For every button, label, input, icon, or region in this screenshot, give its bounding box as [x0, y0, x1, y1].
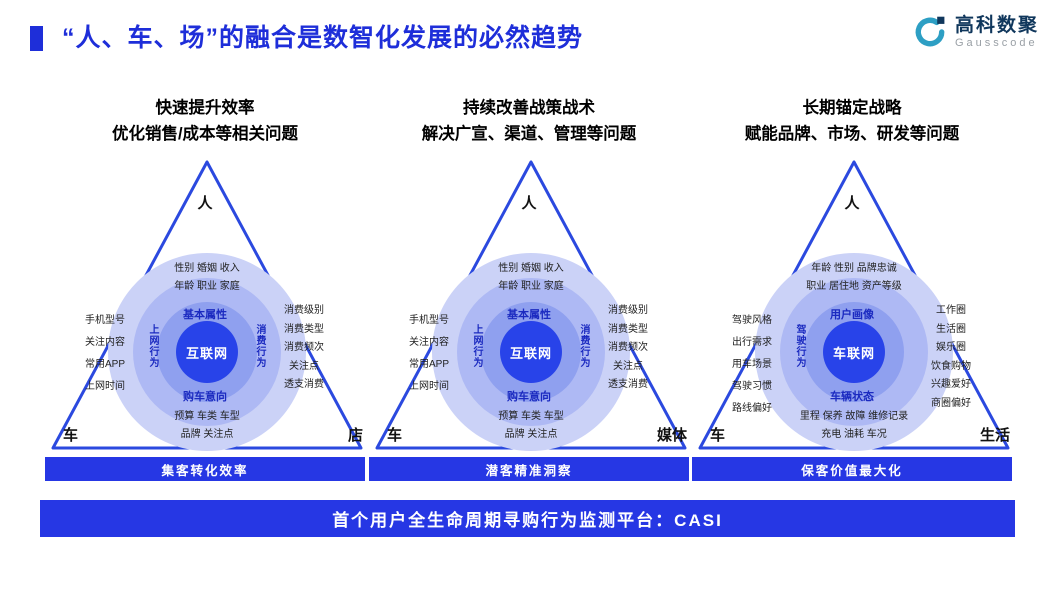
column-heading: 快速提升效率 优化销售/成本等相关问题 [45, 95, 365, 148]
column-kpi-bar: 潜客精准洞察 [369, 457, 689, 481]
platform-banner: 首个用户全生命周期寻购行为监测平台：CASI [40, 500, 1015, 537]
title-bullet [30, 26, 43, 51]
column-heading: 持续改善战策战术 解决广宣、渠道、管理等问题 [369, 95, 689, 148]
attribute-labels-top: 性别 婚姻 收入 年龄 职业 家庭 [174, 263, 240, 292]
column-kpi-bar: 保客价值最大化 [692, 457, 1012, 481]
column-heading-line1: 快速提升效率 [155, 99, 255, 117]
vertex-bottom-right-label: 媒体 [656, 427, 687, 444]
ring-label-left: 驾驶行为 [794, 324, 805, 368]
ring-label-bottom: 购车意向 [183, 391, 227, 403]
column-heading-line2: 赋能品牌、市场、研发等问题 [744, 125, 960, 144]
triangle-diagram: 互联网 基本属性 购车意向 上网行为 消费行为 性别 婚姻 收入 年龄 职业 家… [45, 150, 365, 460]
attribute-labels-bottom: 里程 保养 故障 维修记录 充电 油耗 车况 [799, 411, 909, 440]
attribute-labels-left: 手机型号 关注内容 常用APP 上网时间 [84, 315, 125, 392]
ring-label-bottom: 车辆状态 [830, 391, 874, 403]
attribute-labels-top: 性别 婚姻 收入 年龄 职业 家庭 [498, 263, 564, 292]
vertex-bottom-left-label: 车 [387, 427, 403, 444]
vertex-top-label: 人 [197, 195, 213, 212]
logo-subname: Gausscode [954, 36, 1038, 49]
ring-label-left: 上网行为 [147, 324, 158, 368]
triangle-diagram: 互联网 基本属性 购车意向 上网行为 消费行为 性别 婚姻 收入 年龄 职业 家… [369, 150, 689, 460]
ring-label-right: 消费行为 [578, 324, 589, 368]
attribute-labels-right: 消费级别 消费类型 消费频次 关注点 透支消费 [608, 305, 648, 390]
network-center-label: 互联网 [176, 321, 238, 383]
ring-label-left: 上网行为 [471, 324, 482, 368]
column-heading-line2: 解决广宣、渠道、管理等问题 [421, 125, 637, 144]
attribute-labels-left: 手机型号 关注内容 常用APP 上网时间 [408, 315, 449, 392]
column-heading-line1: 持续改善战策战术 [463, 99, 595, 117]
network-center-label: 车联网 [823, 321, 885, 383]
vertex-bottom-right-label: 生活 [979, 427, 1010, 444]
attribute-labels-left: 驾驶风格 出行需求 用车场景 驾驶习惯 路线偏好 [732, 315, 772, 414]
ring-label-top: 基本属性 [507, 309, 551, 321]
gausscode-logo: 高科数聚 Gausscode [912, 14, 1039, 50]
triangle-diagram: 车联网 用户画像 车辆状态 驾驶行为 年龄 性别 品牌忠诚 职业 居住地 资产等… [692, 150, 1012, 460]
attribute-labels-right: 工作圈 生活圈 娱乐圈 饮食购物 兴趣爱好 商圈偏好 [931, 305, 971, 409]
vertex-bottom-right-label: 店 [347, 427, 363, 444]
column-heading-line1: 长期锚定战略 [802, 99, 902, 117]
ring-label-bottom: 购车意向 [507, 391, 551, 403]
attribute-labels-top: 年龄 性别 品牌忠诚 职业 居住地 资产等级 [806, 263, 902, 292]
column-heading-line2: 优化销售/成本等相关问题 [111, 125, 299, 144]
ring-label-right: 消费行为 [254, 324, 265, 368]
vertex-top-label: 人 [521, 195, 537, 212]
vertex-bottom-left-label: 车 [63, 427, 79, 444]
attribute-labels-bottom: 预算 车类 车型 品牌 关注点 [174, 411, 240, 440]
attribute-labels-right: 消费级别 消费类型 消费频次 关注点 透支消费 [284, 305, 324, 390]
vertex-bottom-left-label: 车 [710, 427, 726, 444]
column-kpi-bar: 集客转化效率 [45, 457, 365, 481]
logo-text: 高科数聚 Gausscode [955, 15, 1039, 49]
ring-label-top: 基本属性 [183, 309, 227, 321]
page-title: “人、车、场”的融合是数智化发展的必然趋势 [62, 24, 584, 52]
vertex-top-label: 人 [844, 195, 860, 212]
column-heading: 长期锚定战略 赋能品牌、市场、研发等问题 [692, 95, 1012, 148]
attribute-labels-bottom: 预算 车类 车型 品牌 关注点 [498, 411, 564, 440]
column-efficiency: 快速提升效率 优化销售/成本等相关问题 互联网 基本属性 购车意向 上网行为 消… [45, 95, 365, 487]
gausscode-logo-icon [912, 14, 948, 50]
ring-label-top: 用户画像 [830, 309, 874, 321]
logo-name: 高科数聚 [954, 14, 1039, 36]
column-strategy: 长期锚定战略 赋能品牌、市场、研发等问题 车联网 用户画像 车辆状态 驾驶行为 … [692, 95, 1012, 487]
column-tactics: 持续改善战策战术 解决广宣、渠道、管理等问题 互联网 基本属性 购车意向 上网行… [369, 95, 689, 487]
network-center-label: 互联网 [500, 321, 562, 383]
